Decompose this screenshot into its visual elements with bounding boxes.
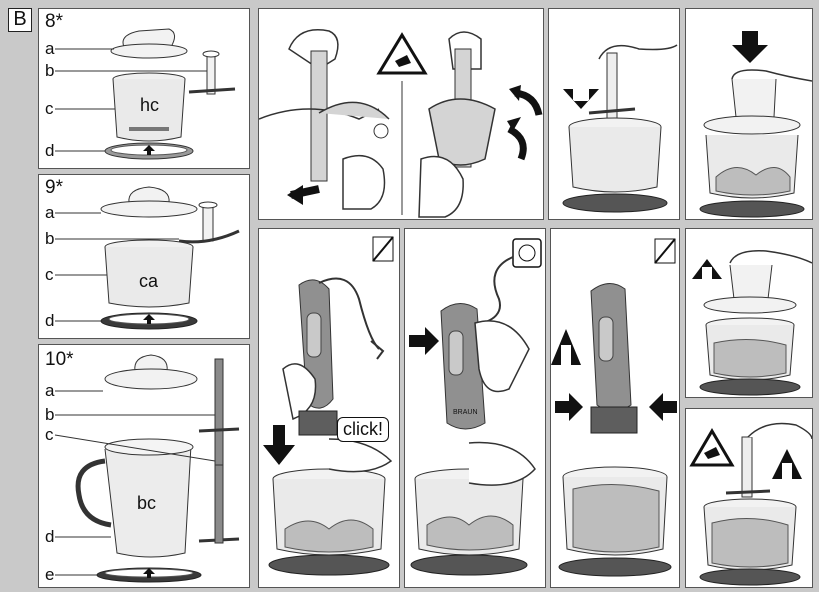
label-c: c: [45, 425, 54, 445]
panel-remove-blade: [685, 408, 813, 588]
panel-8-chopper-parts: 8* a b c d hc: [38, 8, 250, 169]
warning-hand-blade-icon: [379, 35, 425, 73]
no-plug-icon: [655, 239, 675, 263]
label-e: e: [45, 565, 54, 585]
panel-attach-lid: [685, 8, 813, 220]
label-a: a: [45, 203, 54, 223]
label-c: c: [45, 265, 54, 285]
section-letter: B: [8, 8, 32, 32]
chopper-hc-illustration: [39, 9, 250, 169]
panel-operate: BRAUN: [404, 228, 546, 588]
warning-hand-blade-icon: [692, 431, 732, 465]
label-a: a: [45, 381, 54, 401]
label-d: d: [45, 311, 54, 331]
label-b: b: [45, 405, 54, 425]
panel-release-motor: [550, 228, 680, 588]
label-c: c: [45, 99, 54, 119]
panel-attach-motor: click!: [258, 228, 400, 588]
panel-8-number: 8*: [45, 11, 63, 33]
beaker-bc-illustration: [39, 345, 250, 588]
panel-9-chopper-parts: 9* a b c d ca: [38, 174, 250, 339]
chopper-ca-illustration: [39, 175, 250, 339]
label-d: d: [45, 141, 54, 161]
panel-blade-removal: [258, 8, 544, 220]
label-b: b: [45, 61, 54, 81]
chopper-code: ca: [139, 271, 158, 292]
chopper-code: hc: [140, 95, 159, 116]
hand-holding-blade: [259, 30, 389, 209]
panel-10-number: 10*: [45, 349, 74, 371]
panel-9-number: 9*: [45, 177, 63, 199]
brand-label: BRAUN: [453, 409, 478, 416]
no-plug-icon: [373, 237, 393, 261]
panel-insert-blade: [548, 8, 680, 220]
click-label: click!: [337, 417, 389, 442]
label-a: a: [45, 39, 54, 59]
plug-socket-icon: [475, 239, 541, 325]
panel-10-beaker-parts: 10* a b c d e bc: [38, 344, 250, 588]
label-d: d: [45, 527, 54, 547]
beaker-code: bc: [137, 493, 156, 514]
panel-remove-lid: [685, 228, 813, 398]
label-b: b: [45, 229, 54, 249]
hand-rotating-blade: [419, 32, 539, 217]
